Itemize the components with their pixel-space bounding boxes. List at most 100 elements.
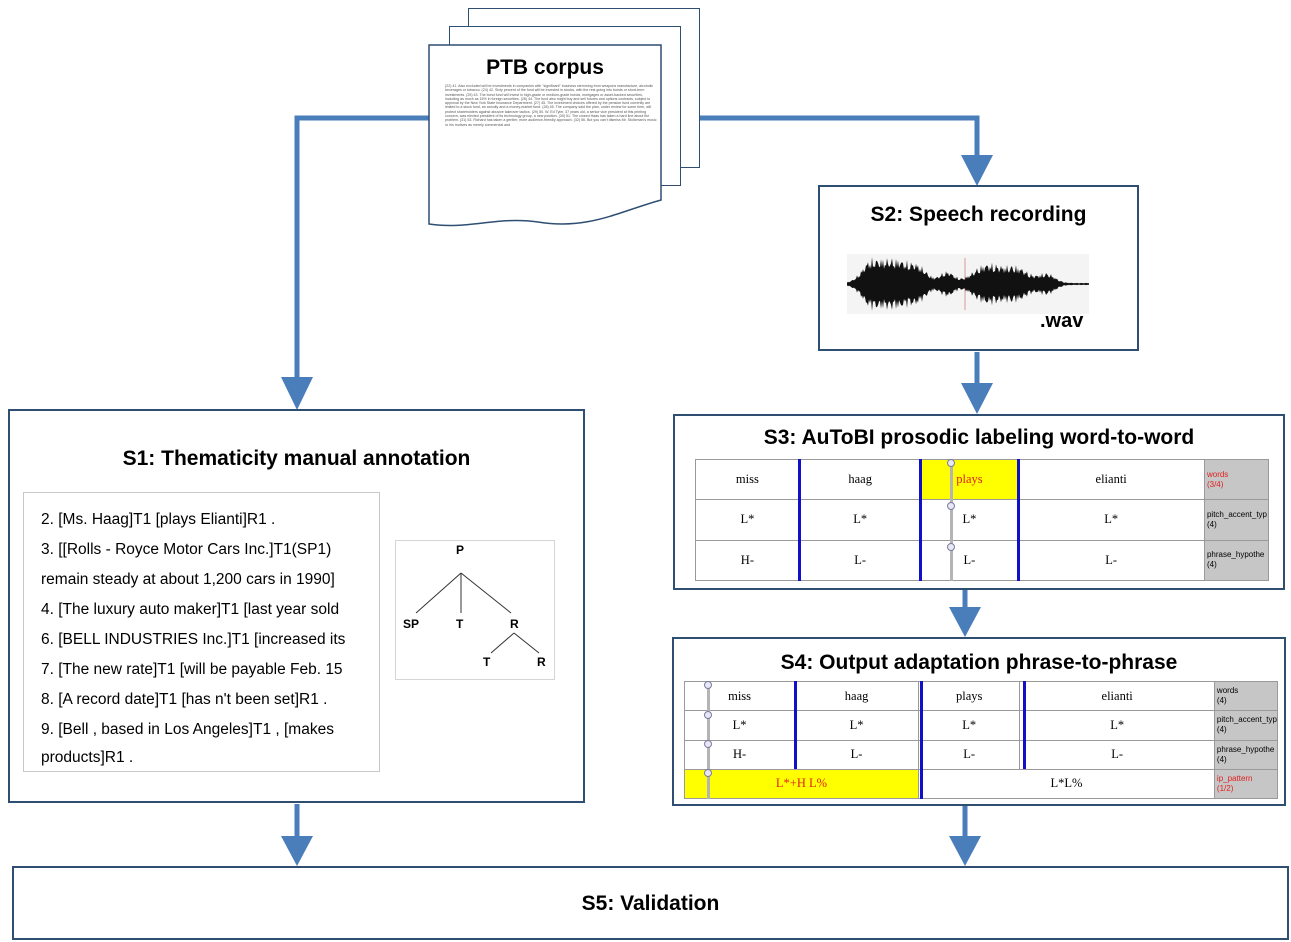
annotation-line: 4. [The luxury auto maker]T1 [last year …: [41, 601, 340, 618]
s3-cell: miss: [695, 458, 800, 501]
s4-tier-count: (4): [1216, 754, 1227, 764]
s3-row-phrase: H- L- L- L- phrase_hypothe(4): [695, 539, 1270, 582]
arrowhead-s5-right: [949, 836, 981, 866]
ptb-corpus-title: PTB corpus: [486, 56, 604, 79]
s4-cursor-handle: [704, 769, 712, 777]
s3-tier-label: phrase_hypothe(4): [1203, 539, 1270, 582]
tree-node-t: T: [456, 617, 464, 631]
s4-phrase-cell-highlighted: L*+H L%: [684, 768, 919, 800]
s5-box: S5: Validation: [12, 866, 1289, 940]
annotation-sample: 2. [Ms. Haag]T1 [plays Elianti]R1 . 3. […: [23, 492, 380, 772]
s4-boundary-marker: [794, 681, 797, 769]
s4-cell: L*: [1019, 710, 1215, 741]
s4-tier-count: (1/2): [1216, 783, 1234, 793]
s4-tier-count: (4): [1216, 725, 1227, 735]
s3-cursor-handle: [947, 502, 955, 510]
s4-cell: L-: [917, 739, 1021, 770]
tree-node-r-sub: R: [537, 655, 546, 669]
s4-cell: L-: [794, 739, 919, 770]
annotation-line: 9. [Bell , based in Los Angeles]T1 , [ma…: [41, 721, 334, 738]
s3-tier-name: phrase_hypothe: [1206, 550, 1265, 560]
s3-cell: L*: [1017, 499, 1205, 541]
annotation-line: 7. [The new rate]T1 [will be payable Feb…: [41, 661, 343, 678]
s4-cursor-handle: [704, 740, 712, 748]
s3-boundary-marker: [798, 459, 801, 581]
s3-cell: L-: [1017, 539, 1205, 582]
s3-tier-count: (3/4): [1206, 479, 1224, 489]
s3-cell: L-: [798, 539, 922, 582]
ptb-page-front: [428, 44, 662, 227]
tree-node-sp: SP: [403, 617, 420, 631]
s4-cursor-handle: [704, 711, 712, 719]
s3-cursor-handle: [947, 543, 955, 551]
s4-boundary-marker: [920, 681, 923, 799]
s3-tier-name: pitch_accent_typ: [1206, 509, 1268, 519]
s3-cell: haag: [798, 458, 922, 501]
s4-cell: H-: [683, 739, 796, 770]
s3-row-pitch: L* L* L* L* pitch_accent_typ(4): [695, 499, 1270, 541]
s3-tier-label: pitch_accent_typ(4): [1203, 499, 1270, 541]
tree-node-p: P: [456, 543, 465, 557]
tree-node-r: R: [510, 617, 519, 631]
s4-tier-name: pitch_accent_typ: [1216, 715, 1277, 725]
s4-cell: L*: [917, 710, 1021, 741]
s3-cell-highlighted: plays: [920, 458, 1019, 501]
wav-file-label: .wav: [1040, 310, 1084, 332]
annotation-line: remain steady at about 1,200 cars in 199…: [41, 571, 335, 588]
annotation-line: 2. [Ms. Haag]T1 [plays Elianti]R1 .: [41, 511, 276, 528]
arrow-ptb-to-s2: [660, 115, 980, 157]
s3-title: S3: AuToBI prosodic labeling word-to-wor…: [763, 426, 1195, 449]
s3-tier-count: (4): [1206, 560, 1217, 570]
s4-tier-name: phrase_hypothe: [1216, 744, 1275, 754]
s3-cursor-handle: [947, 459, 955, 467]
s3-cell: L-: [920, 539, 1019, 582]
s4-row-words: miss haag plays elianti words(4): [683, 680, 1279, 712]
s4-row-phrase: H- L- L- L- phrase_hypothe(4): [683, 739, 1279, 770]
s4-tier-name: words: [1216, 686, 1239, 696]
s3-cell: L*: [798, 499, 922, 541]
ptb-corpus-text: (22) 41. Also excluded will be investmen…: [445, 84, 657, 127]
annotation-line: 8. [A record date]T1 [has n't been set]R…: [41, 691, 328, 708]
s4-tier-label: phrase_hypothe(4): [1213, 739, 1279, 770]
s3-cell: H-: [695, 539, 800, 582]
s4-cell: haag: [794, 680, 919, 712]
arrowhead-s3: [961, 383, 993, 414]
tree-node-t-sub: T: [483, 655, 491, 669]
s4-row-ip-pattern: L*+H L% L*L% ip_pattern(1/2): [684, 768, 1279, 800]
s3-row-words: miss haag plays elianti words(3/4): [695, 458, 1270, 501]
s4-cell: miss: [683, 680, 796, 712]
s4-tier-label: words(4): [1213, 680, 1279, 712]
s3-tier-count: (4): [1206, 519, 1217, 529]
s1-title: S1: Thematicity manual annotation: [122, 447, 471, 470]
tree-edges: [415, 572, 540, 654]
s4-prosody-table: miss haag plays elianti words(4) L* L* L…: [683, 680, 1279, 800]
s4-tier-count: (4): [1216, 696, 1227, 706]
annotation-line: products]R1 .: [41, 749, 134, 766]
s4-tier-label: pitch_accent_typ(4): [1213, 710, 1279, 741]
s3-tier-label: words(3/4): [1203, 458, 1270, 501]
s5-title: S5: Validation: [581, 892, 720, 915]
syntax-tree: P SP T R T R: [395, 540, 555, 680]
s4-phrase-cell: L*L%: [918, 768, 1215, 800]
s4-cell: elianti: [1019, 680, 1215, 712]
s4-title: S4: Output adaptation phrase-to-phrase: [780, 651, 1178, 674]
s4-cursor-handle: [704, 681, 712, 689]
s4-tier-label: ip_pattern(1/2): [1213, 768, 1279, 800]
arrowhead-s4: [949, 607, 981, 637]
s3-boundary-marker: [1017, 459, 1020, 581]
s4-row-pitch: L* L* L* L* pitch_accent_typ(4): [683, 710, 1279, 741]
s4-cell: plays: [917, 680, 1021, 712]
waveform-image: [847, 254, 1089, 314]
annotation-line: 3. [[Rolls - Royce Motor Cars Inc.]T1(SP…: [41, 541, 332, 558]
s3-tier-name: words: [1206, 469, 1229, 479]
s4-cell: L-: [1019, 739, 1215, 770]
s3-cell: elianti: [1017, 458, 1205, 501]
annotation-line: 6. [BELL INDUSTRIES Inc.]T1 [increased i…: [41, 631, 346, 648]
s2-title: S2: Speech recording: [870, 203, 1087, 226]
arrowhead-s5-left: [281, 836, 313, 866]
s3-cell: L*: [920, 499, 1019, 541]
s4-boundary-marker: [1023, 681, 1026, 769]
arrow-ptb-to-s1: [294, 115, 430, 378]
s3-boundary-marker: [919, 459, 922, 581]
